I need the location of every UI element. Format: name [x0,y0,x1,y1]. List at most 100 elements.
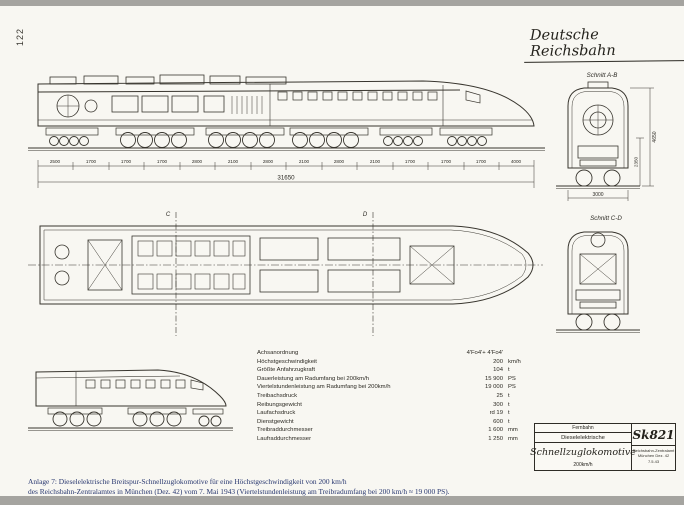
spec-unit: mm [508,427,518,434]
title-block-note-line: Reichsbahn-Zentralamt [632,448,675,453]
svg-text:1700: 1700 [157,159,168,164]
title-block-left: Fernbahn Dieselelektrische Schnellzuglok… [530,424,636,470]
scan-edge-top [0,0,684,6]
section-ab-machinery [577,104,619,167]
side-elevation-drawing: 2500 1700 1700 1700 2800 2100 2800 2100 … [28,74,545,188]
cross-section-cd-drawing: Schnitt C-D [556,215,640,333]
svg-text:1700: 1700 [441,159,452,164]
spec-table: Achsanordnung 4'Fo4'+ 4'Fo4' Höchstgesch… [257,349,529,444]
section-ab-wheels [556,169,640,189]
spec-label: Laufachsdruck [257,410,296,417]
cut-marker-d: D [363,212,368,218]
plan-outline [28,225,543,305]
spec-label: Treibraddurchmesser [257,427,313,434]
engine-room-details [56,94,263,118]
partial-window-row [85,379,204,391]
spec-value: 1 250 [488,435,503,442]
svg-text:1700: 1700 [405,159,416,164]
svg-text:2800: 2800 [263,159,274,164]
title-block-notes: Reichsbahn-Zentralamt München Dez. 42 7.… [632,446,675,470]
title-block-name: Schnellzuglokomotive [530,446,636,458]
svg-text:2100: 2100 [299,159,310,164]
caption-line-2: des Reichsbahn-Zentralamtes in München (… [28,486,450,496]
spec-row: Größte Anfahrzugkraft 104 t [257,366,529,375]
spec-value: 300 [493,401,503,408]
svg-text:1700: 1700 [121,159,132,164]
svg-text:1700: 1700 [86,159,97,164]
plan-view-drawing: C D [28,212,543,336]
spec-label: Treibachsdruck [257,392,298,399]
section-cd-machinery [575,253,621,309]
title-block-code: Sk821 [632,424,675,446]
svg-text:2100: 2100 [370,159,381,164]
svg-text:2800: 2800 [192,159,203,164]
title-block-right: Sk821 Reichsbahn-Zentralamt München Dez.… [632,424,675,470]
title-block-note-line: 7.5.43 [647,458,660,464]
partial-wheels [52,411,222,427]
section-ab-dimensions [567,87,654,201]
spec-unit: t [508,410,510,417]
spec-value: 25 [496,392,503,399]
spec-row: Reibungsgewicht 300 t [257,401,529,410]
cross-section-ab-drawing: Schnitt A-B 4650 2350 3000 [556,72,658,201]
spec-unit: km/h [508,358,521,365]
spec-row: Treibachsdruck 25 t [257,392,529,401]
spec-unit: t [508,392,510,399]
spec-label: Dienstgewicht [257,418,294,425]
spec-value: 200 [493,358,503,365]
spec-label: Größte Anfahrzugkraft [257,367,315,374]
spec-unit: PS [508,384,516,391]
section-ab-label: Schnitt A-B [587,72,618,79]
spec-row: Dauerleistung am Radumfang bei 200km/h 1… [257,375,529,384]
partial-rail-line [28,427,233,431]
spec-row: Viertelstundenleistung am Radumfang bei … [257,383,529,392]
section-cd-wheels [556,313,640,333]
spec-label: Reibungsgewicht [257,401,302,408]
spec-value: 1 600 [488,427,503,434]
title-block-type: Dieselelektrische [535,433,631,443]
title-block-note-line: München Dez. 42 [637,453,670,459]
partial-body-outline [35,369,227,407]
spec-value: 19 000 [484,384,503,391]
spec-label: Höchstgeschwindigkeit [257,358,317,365]
svg-text:2800: 2800 [334,159,345,164]
figure-caption: Anlage 7: Dieselelektrische Breitspur-Sc… [28,477,506,497]
dimension-lines [37,160,535,188]
spec-label: Viertelstundenleistung am Radumfang bei … [257,384,391,391]
spec-value: 104 [493,367,503,374]
dimension-chain-labels: 2500 1700 1700 1700 2800 2100 2800 2100 … [50,159,522,182]
spec-label: Dauerleistung am Radumfang bei 200km/h [257,375,369,382]
page-number: 122 [15,27,25,46]
page-title: Deutsche Reichsbahn [523,26,684,63]
spec-value: 4'Fo4'+ 4'Fo4' [466,350,503,356]
spec-row: Höchstgeschwindigkeit 200 km/h [257,358,529,367]
section-cd-outline [567,231,629,315]
title-block-speed: 200km/h [573,462,593,468]
scan-edge-bottom [0,496,684,505]
plan-machinery [54,235,455,295]
partial-underframe [47,407,224,415]
spec-unit: t [508,367,510,374]
plan-cut-lines [175,212,374,336]
title-block-category: Fernbahn [535,424,631,433]
svg-text:2500: 2500 [50,159,61,164]
spec-value: rd 19 [489,410,503,417]
section-ab-outline [567,81,629,169]
section-lower-label: 2350 [634,156,639,167]
cut-marker-c: C [166,212,171,218]
roof-equipment [49,74,287,85]
section-cd-label: Schnitt C-D [590,215,622,222]
spec-unit: t [508,401,510,408]
spec-row: Treibraddurchmesser 1 600 mm [257,426,529,435]
spec-unit: PS [508,375,516,382]
underframe [45,127,493,136]
section-width-label: 3000 [592,192,603,198]
spec-unit: mm [508,435,518,442]
spec-unit: t [508,418,510,425]
spec-row: Laufraddurchmesser 1 250 mm [257,435,529,444]
svg-text:2100: 2100 [228,159,239,164]
partial-side-view-drawing [28,369,233,431]
overall-length-label: 31650 [277,175,295,182]
window-row [277,90,481,104]
